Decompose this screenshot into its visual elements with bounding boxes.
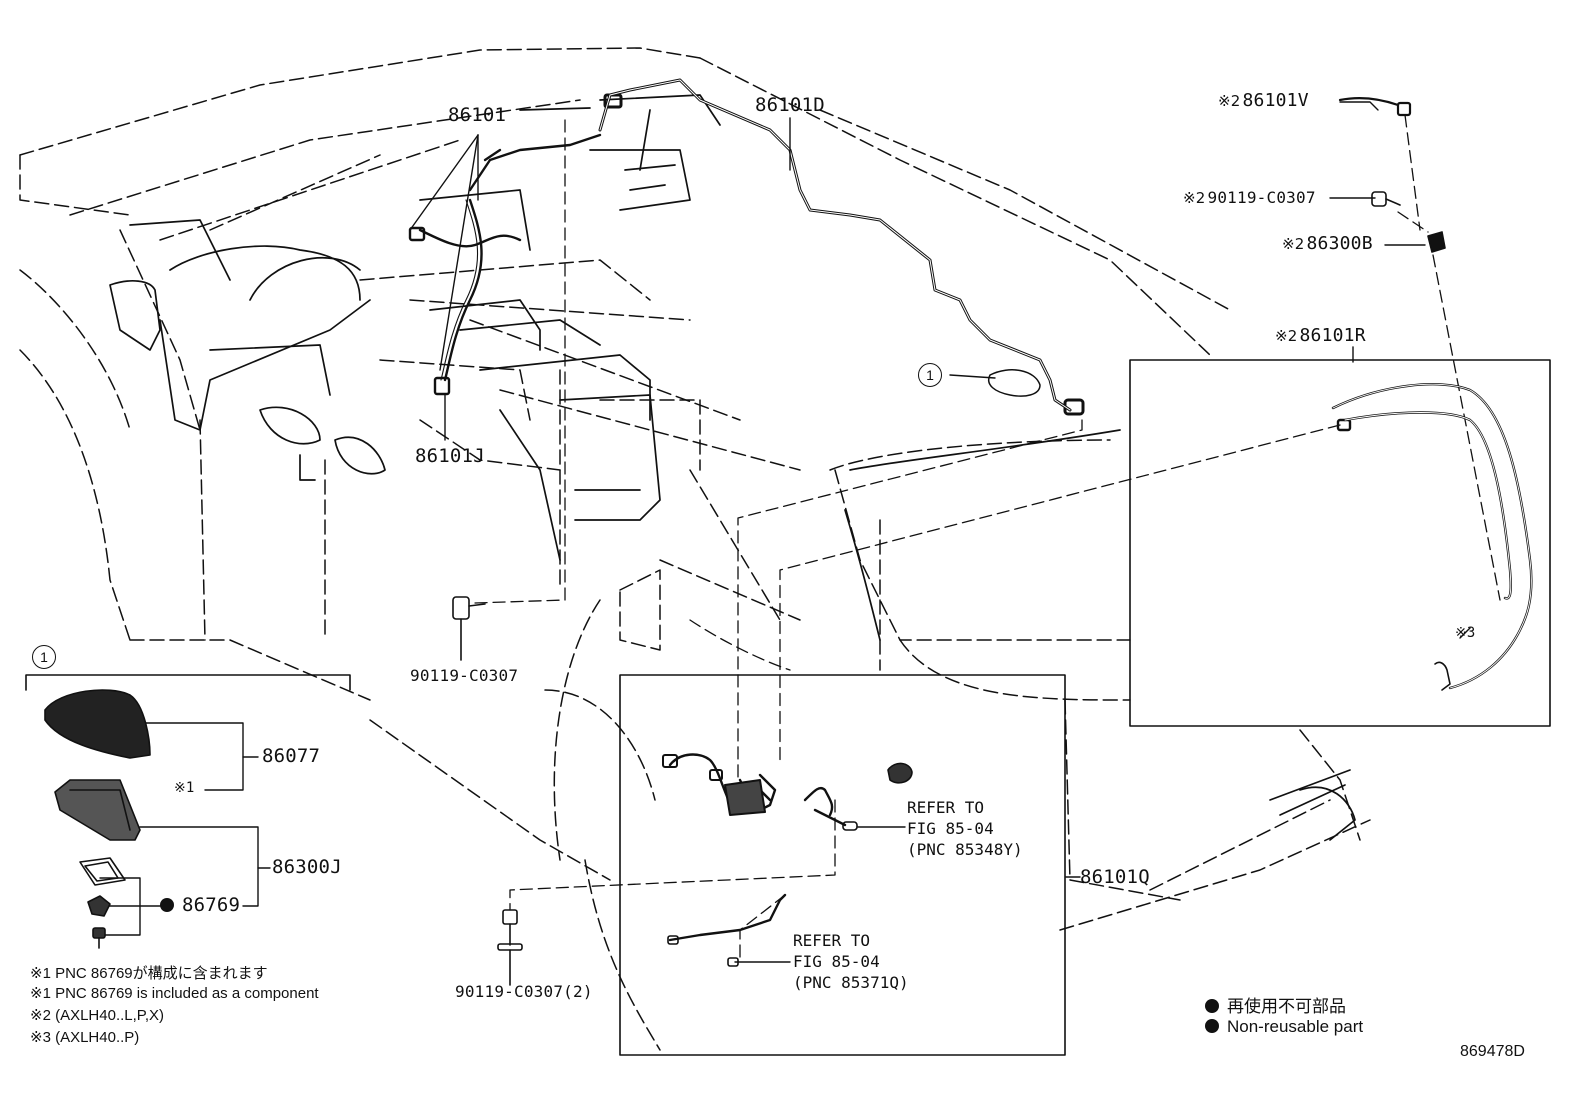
bolt-90119-top-shape — [1371, 191, 1401, 207]
figure-code: 869478D — [1460, 1043, 1525, 1060]
mark-2-icon: ※2 — [1218, 92, 1241, 110]
label-86300J: 86300J — [272, 856, 342, 878]
label-86101J: 86101J — [415, 445, 485, 467]
mark-2-icon: ※2 — [1282, 235, 1305, 253]
harness-86101 — [408, 133, 602, 396]
dashboard-lines — [109, 94, 1356, 841]
label-90119-mid: 90119-C0307 — [410, 666, 519, 685]
legend-en: Non-reusable part — [1205, 1017, 1363, 1037]
connector-86300B-shape — [1427, 231, 1446, 253]
legend-ja: 再使用不可部品 — [1205, 992, 1346, 1017]
nut-shape — [87, 895, 111, 917]
vehicle-outline — [19, 47, 1371, 1051]
inset-box-86101R — [1129, 359, 1551, 727]
refer-85371Q: REFER TO FIG 85-04 (PNC 85371Q) — [793, 931, 909, 992]
leader-lines — [99, 101, 1471, 963]
legend-dot-icon — [1205, 999, 1219, 1013]
label-86101: 86101 — [448, 104, 507, 126]
bolt-small-shape — [92, 927, 106, 949]
clip-85348Y-shape — [887, 762, 913, 784]
label-86769: 86769 — [160, 894, 240, 916]
mark-2-icon: ※2 — [1275, 327, 1298, 345]
label-86101D: 86101D — [755, 94, 825, 116]
legend-dot-icon — [1205, 1019, 1219, 1033]
harness-86101D — [598, 78, 1085, 416]
harness-86101D-inner — [599, 79, 1071, 411]
label-90119-bot: 90119-C0307(2) — [455, 982, 593, 1001]
label-mark-3: ※3 — [1455, 625, 1476, 641]
inset-bracket-1 — [25, 674, 351, 691]
harness-86101Q-box — [662, 754, 766, 816]
note-1-en: ※1 PNC 86769 is included as a component — [30, 985, 319, 1002]
note-1-ja: ※1 PNC 86769が構成に含まれます — [30, 965, 268, 982]
label-86101Q: 86101Q — [1080, 866, 1150, 888]
relation-lines — [474, 114, 1501, 961]
harness-86101-outline — [440, 199, 479, 381]
bolt-90119-mid-shape — [452, 596, 486, 661]
non-reusable-dot-icon — [160, 898, 174, 912]
note-2: ※2 (AXLH40..L,P,X) — [30, 1007, 165, 1024]
part-86101V-shape — [1338, 97, 1412, 117]
small-clip-shape — [1434, 661, 1451, 691]
part-86300J-shape — [54, 779, 141, 841]
inset-callout-1-marker: 1 — [32, 645, 56, 669]
antenna-pad-shape — [988, 369, 1041, 397]
part-86077-shape — [44, 689, 151, 759]
mark-2-icon: ※2 — [1183, 189, 1206, 207]
harness-86101R-inner — [1332, 383, 1532, 689]
inset-box-86101Q — [619, 674, 1066, 1056]
clip-small-shapes — [667, 821, 858, 967]
harness-86101R — [1331, 383, 1533, 690]
refer-85348Y: REFER TO FIG 85-04 (PNC 85348Y) — [907, 798, 1023, 859]
label-86077: 86077 — [262, 745, 321, 767]
callout-1-marker: 1 — [918, 363, 942, 387]
note-3: ※3 (AXLH40..P) — [30, 1029, 140, 1046]
bolt-90119-bot-shape — [497, 909, 523, 986]
gasket-shape — [79, 857, 126, 886]
label-mark-1: ※1 — [174, 780, 195, 796]
